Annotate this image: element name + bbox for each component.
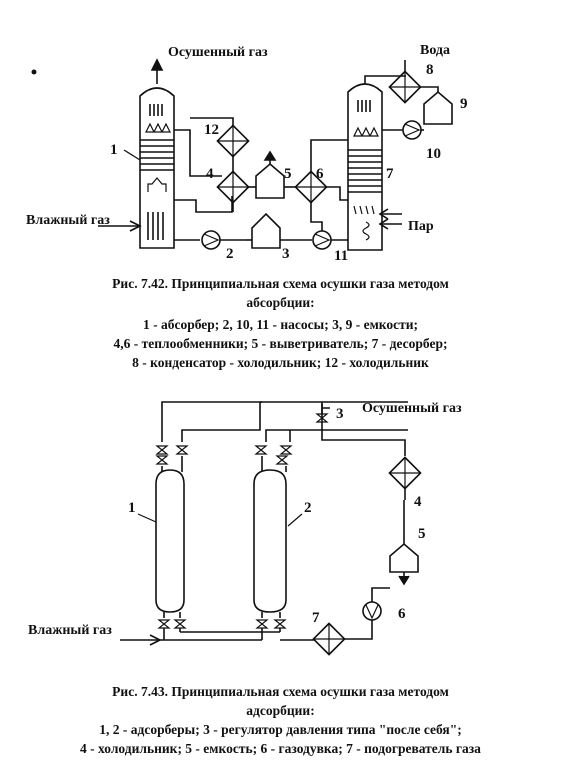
water-label: Вода [420,43,450,58]
tank-5-icon [389,542,419,573]
num-7: 7 [386,166,394,182]
num-4: 4 [206,166,214,182]
absorber-column [139,58,175,249]
caption-title: Рис. 7.42. Принципиальная схема осушки г… [112,276,449,291]
separator-5-icon [255,162,285,199]
num-5: 5 [418,526,426,542]
adsorption-scheme: 1 2 3 4 5 6 7 Осушенный газ Влажный газ [28,401,462,656]
caption-legend-2: 4 - холодильник; 5 - емкость; 6 - газоду… [80,741,481,756]
num-6: 6 [398,606,406,622]
pressure-regulator-3-icon [315,413,329,423]
num-6: 6 [316,166,324,182]
steam-coil-icon [362,221,370,241]
num-9: 9 [460,96,468,112]
condenser-8-icon [388,70,422,104]
absorption-scheme: 1 2 3 4 5 6 7 8 9 10 11 12 Осушенный газ… [26,43,468,264]
bottom-valves [157,619,287,629]
num-12: 12 [204,122,219,138]
num-2: 2 [304,500,312,516]
pump-2-icon [201,230,221,250]
cooler-12-icon [216,124,250,158]
caption-legend-1: 1, 2 - адсорберы; 3 - регулятор давления… [99,722,462,737]
num-7: 7 [312,610,320,626]
caption-title-2: абсорбции: [246,295,315,310]
num-1: 1 [128,500,136,516]
num-10: 10 [426,146,441,162]
desorber-column [347,83,383,251]
num-5: 5 [284,166,292,182]
steam-label: Пар [408,219,434,234]
wet-gas-label: Влажный газ [26,213,110,228]
caption-legend-2: 4,6 - теплообменники; 5 - выветриватель;… [113,336,448,351]
num-4: 4 [414,494,422,510]
top-valves [155,445,293,465]
num-3: 3 [282,246,290,262]
tank-9-icon [423,90,453,125]
stray-dot [31,69,37,75]
wet-gas-label: Влажный газ [28,623,112,638]
num-8: 8 [426,62,434,78]
fig1-numbers: 1 2 3 4 5 6 7 8 9 10 11 12 [110,62,468,264]
dry-gas-label: Осушенный газ [362,401,462,416]
num-2: 2 [226,246,234,262]
num-1: 1 [110,142,118,158]
heat-exchanger-6-icon [294,170,328,204]
caption-legend-3: 8 - конденсатор - холодильник; 12 - холо… [132,355,429,370]
caption-title-2: адсорбции: [246,703,315,718]
fig2-numbers: 1 2 3 4 5 6 7 [128,406,426,626]
figure-42-caption: Рис. 7.42. Принципиальная схема осушки г… [0,274,561,372]
heat-exchanger-4-icon [216,170,250,204]
num-11: 11 [334,248,348,264]
caption-title: Рис. 7.43. Принципиальная схема осушки г… [112,684,449,699]
cooler-4-icon [388,456,422,490]
heater-7-icon [312,622,346,656]
figure-43-caption: Рис. 7.43. Принципиальная схема осушки г… [0,682,561,758]
tank-3-icon [251,212,281,249]
caption-legend-1: 1 - абсорбер; 2, 10, 11 - насосы; 3, 9 -… [142,317,419,332]
inlet-arrow-icon [129,220,142,232]
adsorber-2-icon [253,469,287,613]
adsorber-1-icon [155,469,185,613]
dry-gas-label: Осушенный газ [168,45,268,60]
num-3: 3 [336,406,344,422]
outlet-arrow-icon [150,58,164,71]
